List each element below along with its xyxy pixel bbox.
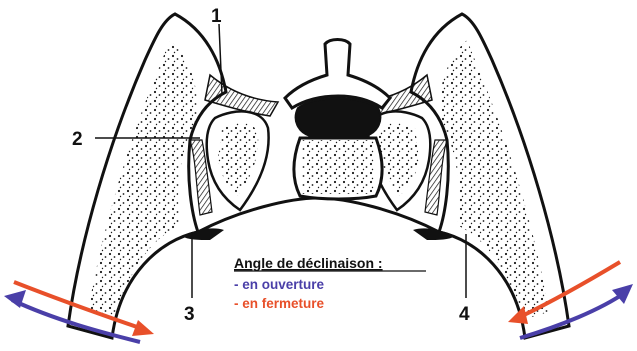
label-3: 3 — [184, 304, 195, 325]
legend-opening: - en ouverture — [234, 277, 325, 292]
legend: Angle de déclinaison : - en ouverture - … — [234, 255, 426, 311]
legend-closing: - en fermeture — [234, 296, 325, 311]
label-2: 2 — [72, 129, 83, 150]
label-1: 1 — [211, 6, 222, 27]
left-sacral-ala — [207, 111, 269, 210]
legend-title: Angle de déclinaison : — [234, 255, 383, 271]
label-4: 4 — [459, 304, 470, 325]
vertebra — [285, 40, 390, 200]
